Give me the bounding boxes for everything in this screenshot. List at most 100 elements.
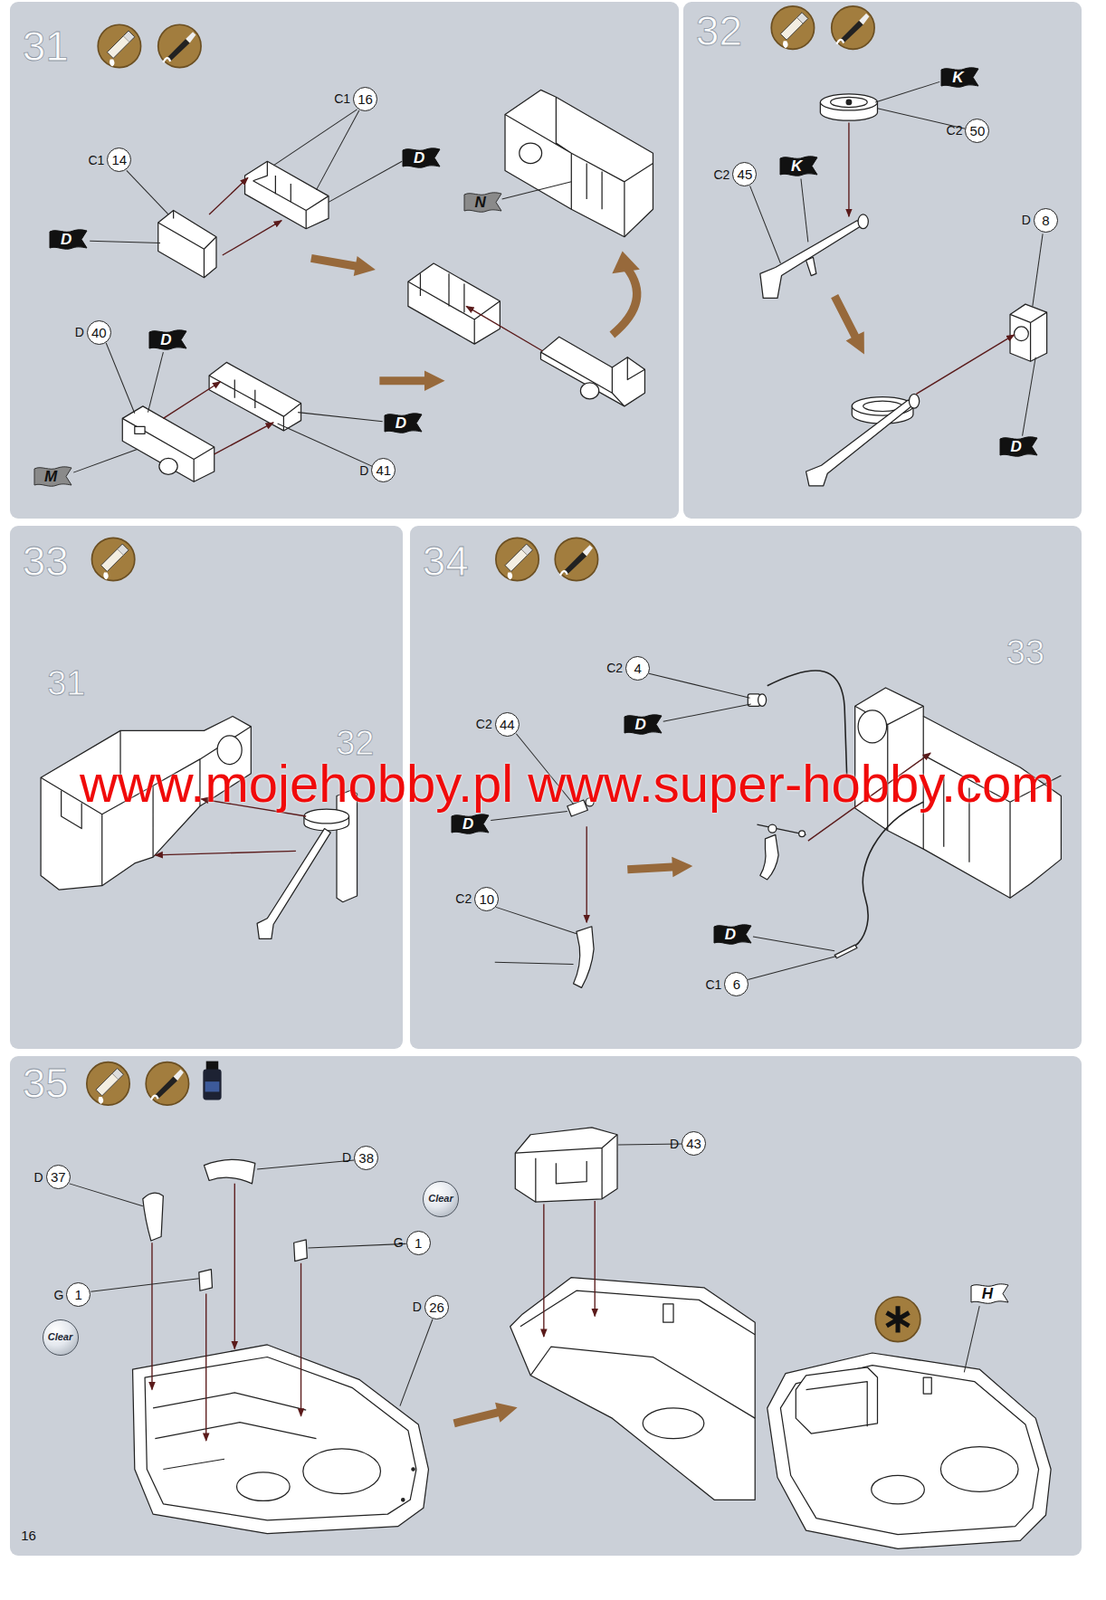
flag-shape <box>941 67 979 87</box>
assembly-arrow <box>200 799 306 817</box>
step-number: 32 <box>696 9 743 52</box>
callout-circle: 43 <box>681 1131 706 1156</box>
reference-number: 33 <box>1006 635 1045 670</box>
assembly-arrow <box>543 1203 544 1337</box>
flag-shape <box>780 156 818 176</box>
leader-line <box>495 906 577 934</box>
part-drawing <box>158 209 217 277</box>
part-drawing <box>304 809 350 824</box>
part-drawing <box>122 406 214 482</box>
part-drawing <box>767 670 848 776</box>
part-drawing <box>834 944 858 959</box>
part-callout: D37 <box>34 1164 71 1190</box>
part-callout: D 26 <box>412 1295 449 1320</box>
callout-circle: 26 <box>424 1295 449 1320</box>
assembly-arrow <box>162 381 220 420</box>
sprue-letter: C1 <box>705 978 723 992</box>
sprue-letter: C2 <box>476 717 493 731</box>
part-drawing <box>758 694 767 707</box>
part-drawing <box>134 426 145 434</box>
flag-shape <box>714 924 752 944</box>
sprue-letter: C1 <box>333 92 351 105</box>
leader-line <box>277 423 373 467</box>
leader-line <box>73 448 138 473</box>
callout-number: 44 <box>499 717 515 732</box>
paint-flag: D <box>383 411 423 435</box>
leader-line <box>747 955 837 980</box>
part-drawing <box>1010 312 1048 362</box>
part-callout: C245 <box>714 162 758 187</box>
callout-number: 38 <box>358 1151 374 1165</box>
part-drawing <box>143 1192 164 1241</box>
step-number: 31 <box>22 25 69 67</box>
paint-bottle-icon <box>206 1061 220 1071</box>
paint-code: K <box>952 69 963 86</box>
step-arrow <box>451 1397 520 1433</box>
part-drawing <box>519 143 543 164</box>
flag-shape <box>971 1284 1009 1304</box>
part-drawing <box>159 457 178 475</box>
paint-flag: K <box>940 66 980 89</box>
assembly-arrow <box>205 1294 207 1441</box>
paint-code: D <box>462 816 474 832</box>
paint-code: N <box>475 194 487 210</box>
callout-number: 26 <box>429 1300 445 1315</box>
paint-code: D <box>724 926 736 943</box>
part-drawing <box>806 257 817 276</box>
part-drawing <box>567 800 589 817</box>
part-callout: C2 44 <box>476 712 520 737</box>
assembly-arrow <box>466 305 544 352</box>
part-drawing <box>237 1472 291 1502</box>
callout-number: 1 <box>414 1236 422 1250</box>
leader-line <box>89 240 161 243</box>
part-callout: D8 <box>1021 208 1059 233</box>
part-drawing <box>760 220 864 299</box>
callout-number: 10 <box>478 892 495 906</box>
sprue-letter: D <box>412 1300 422 1314</box>
assembly-arrow <box>300 1263 302 1417</box>
part-drawing <box>514 1134 618 1202</box>
leader-line <box>328 161 402 202</box>
part-drawing <box>642 1408 705 1440</box>
step-icons <box>86 1062 130 1106</box>
part-drawing <box>767 1353 1051 1549</box>
leader-line <box>753 936 835 952</box>
part-callout: D40 <box>75 320 112 345</box>
part-drawing <box>795 1367 878 1434</box>
assembly-arrow <box>586 826 588 923</box>
flag-shape <box>402 148 440 168</box>
step-arrow <box>627 856 694 880</box>
flag-shape <box>49 229 87 249</box>
part-drawing <box>806 400 915 487</box>
assembly-arrow <box>808 753 931 841</box>
callout-circle: 37 <box>46 1164 71 1190</box>
leader-line <box>800 178 809 242</box>
callout-circle: 44 <box>495 712 520 737</box>
part-drawing <box>144 1357 417 1521</box>
paint-code: M <box>44 468 58 485</box>
callout-circle: 38 <box>353 1145 379 1171</box>
part-drawing <box>908 393 919 409</box>
leader-line <box>90 1278 199 1293</box>
step-arrow <box>611 267 637 335</box>
part-drawing <box>245 161 329 229</box>
paint-flag: D <box>623 713 663 736</box>
reference-number: 32 <box>335 725 374 761</box>
callout-number: 50 <box>970 123 986 138</box>
sprue-letter: G <box>53 1288 64 1302</box>
callout-number: 45 <box>737 167 754 182</box>
leader-line <box>1032 233 1043 306</box>
assembly-arrow <box>154 850 296 856</box>
callout-number: 14 <box>112 152 128 167</box>
step-arrow <box>825 291 874 360</box>
part-drawing <box>819 94 878 111</box>
leader-line <box>750 185 782 264</box>
step-icons <box>97 24 141 67</box>
assembly-arrow <box>222 220 282 256</box>
part-drawing <box>401 1498 405 1502</box>
assembly-arrow <box>234 1183 236 1350</box>
paint-flag: D <box>999 435 1039 458</box>
step-arrow <box>309 247 378 280</box>
paint-bottle-icon <box>202 1061 221 1101</box>
paint-code: K <box>791 158 802 174</box>
